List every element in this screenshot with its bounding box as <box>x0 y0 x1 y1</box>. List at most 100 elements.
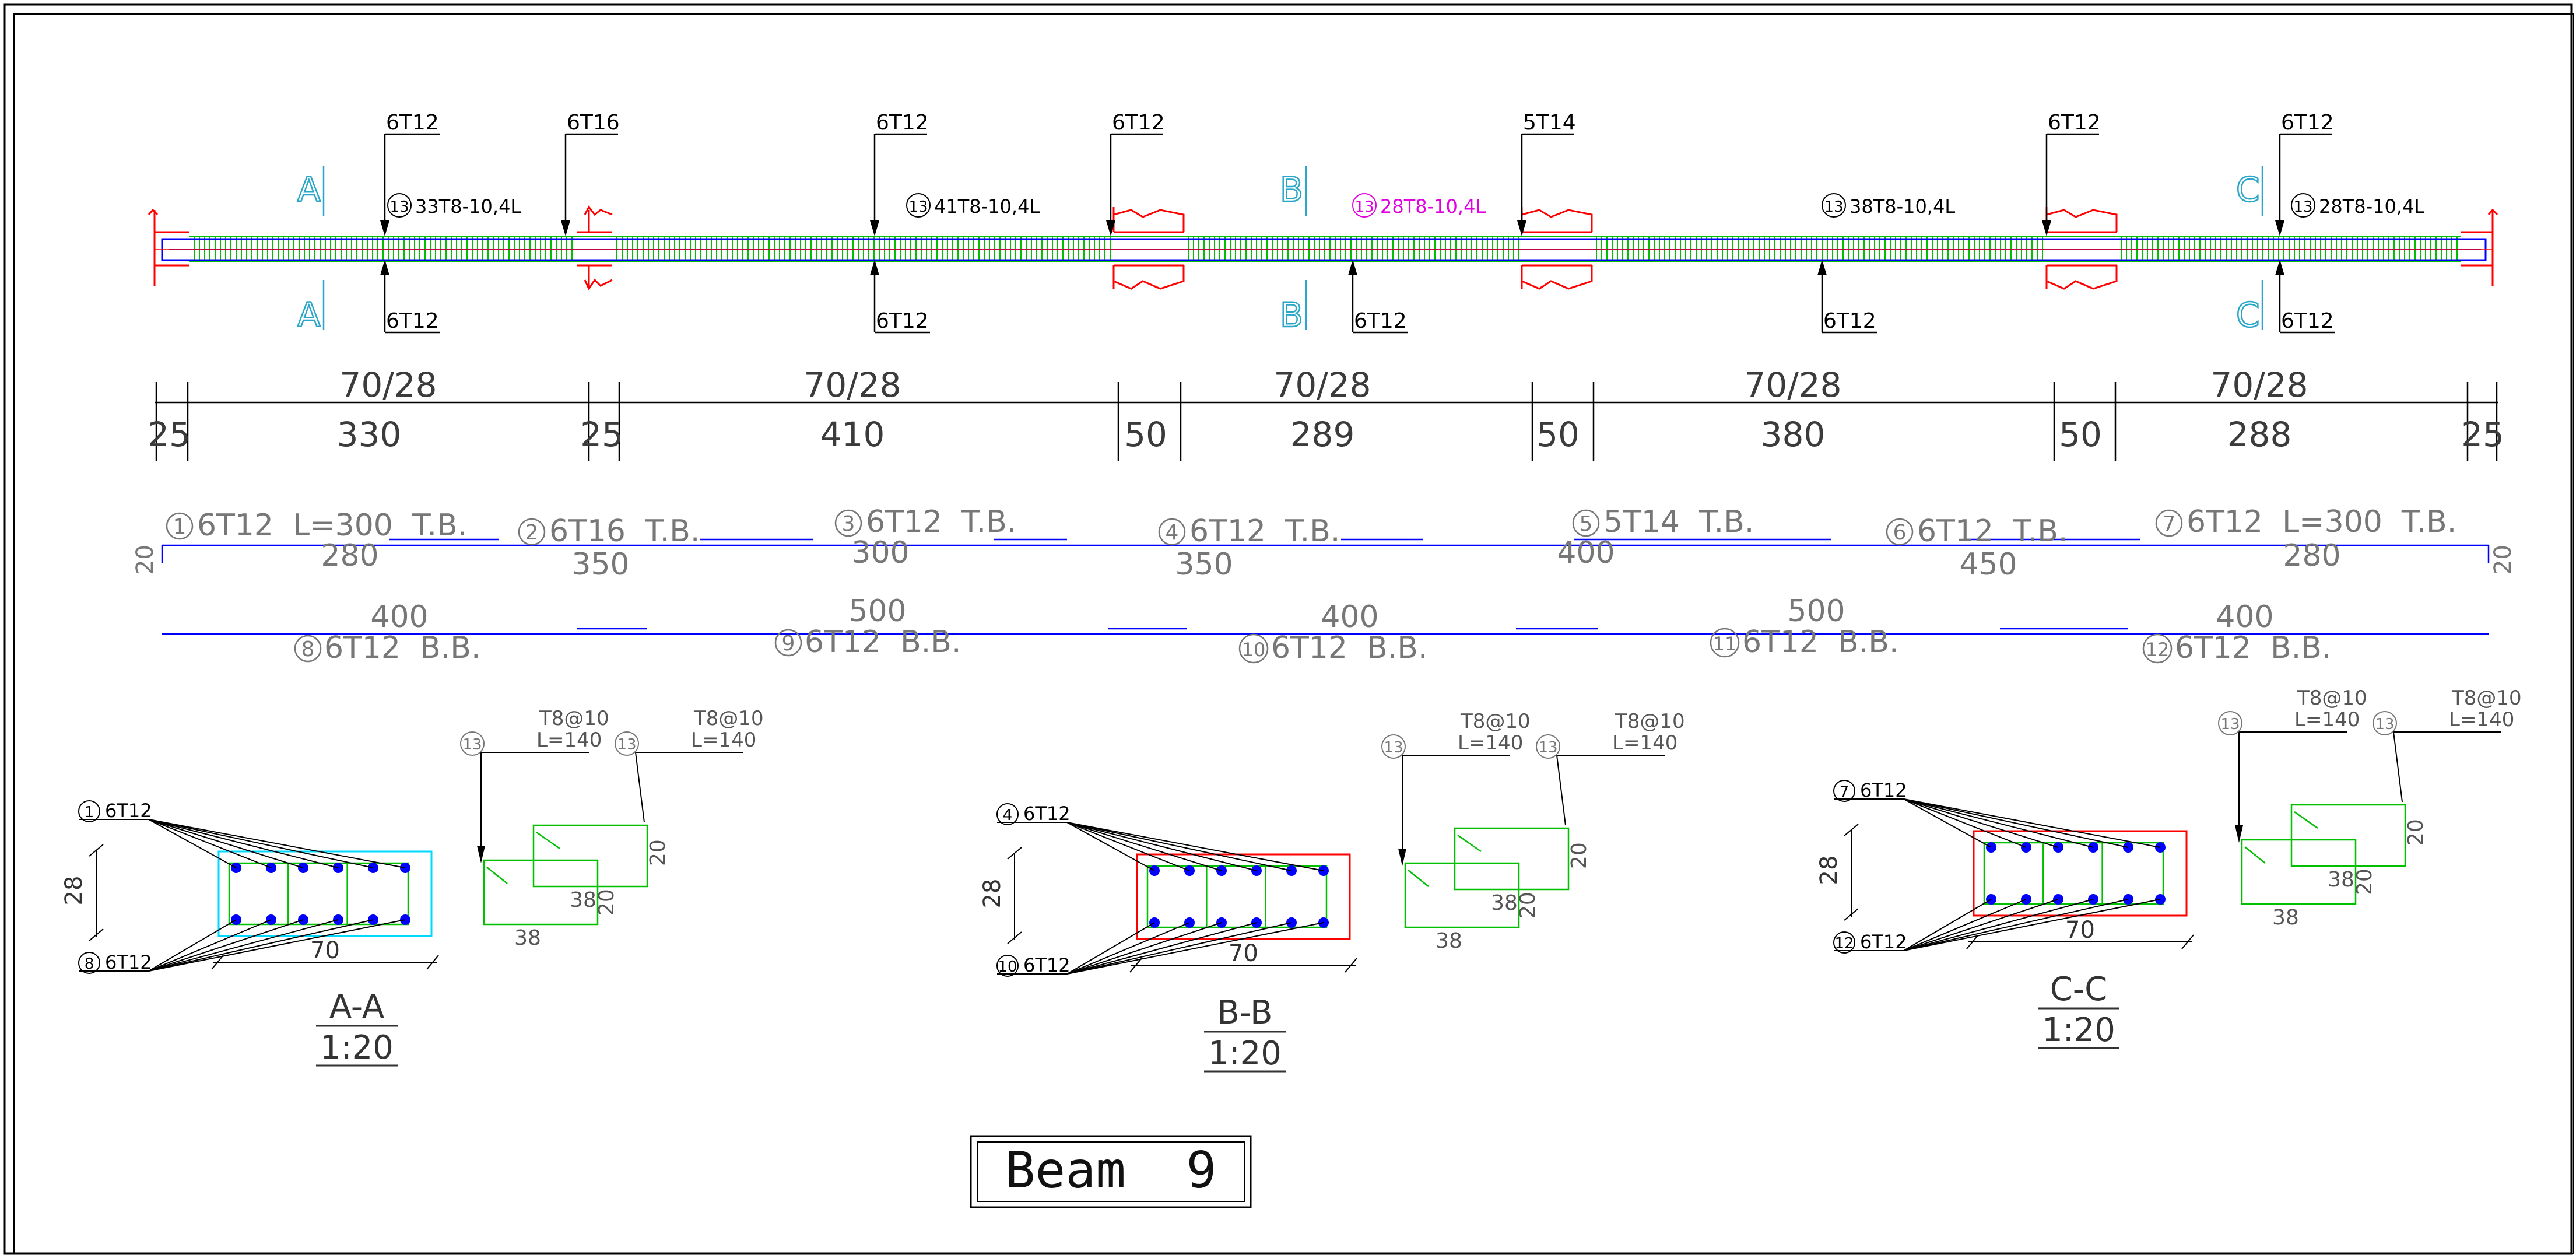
section-width-label: 70 <box>2065 917 2095 944</box>
hook-label-right: 20 <box>2490 545 2517 574</box>
bar-6-text: 6T12 T.B. <box>1917 514 2068 549</box>
span-label-3: 289 <box>1290 415 1355 454</box>
bottom-bar-labels: 6T12 6T12 6T12 6T12 6T12 <box>386 309 2334 333</box>
top-bar-labels: 6T12 6T16 6T12 6T12 5T14 6T12 6T12 <box>386 111 2334 135</box>
bar-3-mark: 3 <box>842 512 855 536</box>
section-bottom-bar: 6T12 <box>1860 931 1907 953</box>
section-bottom-bar: 6T12 <box>1023 954 1071 976</box>
top-bar-2: 6T16 <box>567 111 620 135</box>
section-tag-a-top: A <box>297 170 321 209</box>
bar-7-text: 6T12 L=300 T.B. <box>2187 504 2456 539</box>
section-tag-b-top: B <box>1280 170 1303 209</box>
section-height-label: 28 <box>1816 856 1842 885</box>
top-bar-arrows <box>380 220 2284 236</box>
bar-schedule: 20 20 1 6T12 L=300 T.B. 280 2 6T16 T.B. … <box>132 504 2517 665</box>
top-bar-7: 6T12 <box>2281 111 2334 135</box>
section-width-label: 70 <box>1229 940 1258 967</box>
support-label-2: 25 <box>580 415 623 454</box>
section-top-mark: 1 <box>85 804 94 821</box>
stirrup-label-1: 33T8-10,4L <box>415 195 521 218</box>
stirrup-labels: 13 33T8-10,4L 13 41T8-10,4L 13 28T8-10,4… <box>387 193 2424 218</box>
span-label-1: 330 <box>337 415 402 454</box>
detail-spec: T8@10 <box>2451 686 2522 710</box>
detail-height: 20 <box>1516 892 1540 919</box>
bar-4-text: 6T12 T.B. <box>1189 514 1340 549</box>
span-label-4: 380 <box>1761 415 1826 454</box>
bar-12-text: 6T12 B.B. <box>2175 630 2331 665</box>
top-bar-5: 5T14 <box>1523 111 1576 135</box>
bar-8-mark: 8 <box>301 637 315 661</box>
stirrup-mark: 13 <box>1354 198 1374 216</box>
detail-width: 38 <box>2272 906 2299 930</box>
section-name: A-A <box>329 988 384 1026</box>
section-stirrup <box>1146 865 1328 928</box>
detail-width: 38 <box>2328 868 2354 892</box>
section-scale: 1:20 <box>1208 1035 1282 1073</box>
top-bar-1: 6T12 <box>386 111 439 135</box>
detail-mark: 13 <box>1384 739 1403 756</box>
detail-spec: T8@10 <box>539 707 609 730</box>
section-tags: A A B B C C <box>297 166 2263 335</box>
bar-10-len: 400 <box>1321 600 1378 635</box>
detail-width: 38 <box>514 926 541 950</box>
bottom-bar-3: 6T12 <box>1354 309 1407 333</box>
detail-spec: T8@10 <box>693 707 764 730</box>
top-bar-3: 6T12 <box>876 111 929 135</box>
section-height-label: 28 <box>61 876 87 906</box>
section-scale: 1:20 <box>320 1029 394 1067</box>
bar-11-len: 500 <box>1787 594 1845 629</box>
section-top-bar: 6T12 <box>1860 779 1907 801</box>
section-bottom-mark: 12 <box>1834 935 1854 952</box>
support-label-4: 50 <box>1536 415 1580 454</box>
detail-height: 20 <box>2404 819 2428 846</box>
detail-mark: 13 <box>2220 716 2240 733</box>
top-bar-callouts <box>384 133 2332 233</box>
bar-8-len: 400 <box>370 600 428 635</box>
bar-11-text: 6T12 B.B. <box>1742 625 1898 660</box>
section-width-label: 70 <box>310 937 340 964</box>
section-height-label: 28 <box>979 879 1006 909</box>
bar-9-text: 6T12 B.B. <box>805 625 961 660</box>
bar-2-len: 350 <box>571 547 629 582</box>
bar-4-mark: 4 <box>1166 521 1179 545</box>
bar-5-text: 5T14 T.B. <box>1603 504 1754 539</box>
stirrup-hatching <box>194 236 2458 261</box>
drawing-title: Beam 9 <box>1005 1141 1216 1200</box>
stirrup-mark: 13 <box>389 198 409 216</box>
bar-10-mark: 10 <box>1242 639 1266 661</box>
size-label-3: 70/28 <box>1273 365 1371 405</box>
section-tag-c-top: C <box>2236 170 2260 209</box>
stirrup-label-2: 41T8-10,4L <box>934 195 1040 218</box>
inner-frame <box>13 13 2574 1254</box>
section-name: B-B <box>1217 994 1272 1032</box>
bar-7-len: 280 <box>2283 538 2340 573</box>
bar-3-text: 6T12 T.B. <box>866 504 1016 539</box>
size-label-1: 70/28 <box>339 365 437 405</box>
detail-length: L=140 <box>1612 731 1677 755</box>
support-label-1: 25 <box>148 415 191 454</box>
section-bottom-bar: 6T12 <box>105 951 152 973</box>
section-tag-b-bottom: B <box>1280 295 1303 335</box>
detail-spec: T8@10 <box>1460 710 1531 733</box>
detail-spec: T8@10 <box>1615 710 1685 733</box>
bar-5-len: 400 <box>1557 535 1615 570</box>
bar-5-mark: 5 <box>1580 512 1593 536</box>
section-top-mark: 7 <box>1840 783 1849 801</box>
section-top-bar: 6T12 <box>105 800 152 822</box>
size-label-2: 70/28 <box>803 365 901 405</box>
bar-7-mark: 7 <box>2163 512 2176 536</box>
bottom-bar-4: 6T12 <box>1823 309 1876 333</box>
detail-height: 20 <box>2353 868 2377 895</box>
detail-mark: 13 <box>2375 716 2394 733</box>
bar-1-text: 6T12 L=300 T.B. <box>197 508 467 543</box>
beam-outline <box>148 205 2498 291</box>
beam-body <box>155 236 2493 262</box>
detail-spec: T8@10 <box>2297 686 2367 710</box>
bottom-bar-arrows <box>380 260 2284 275</box>
